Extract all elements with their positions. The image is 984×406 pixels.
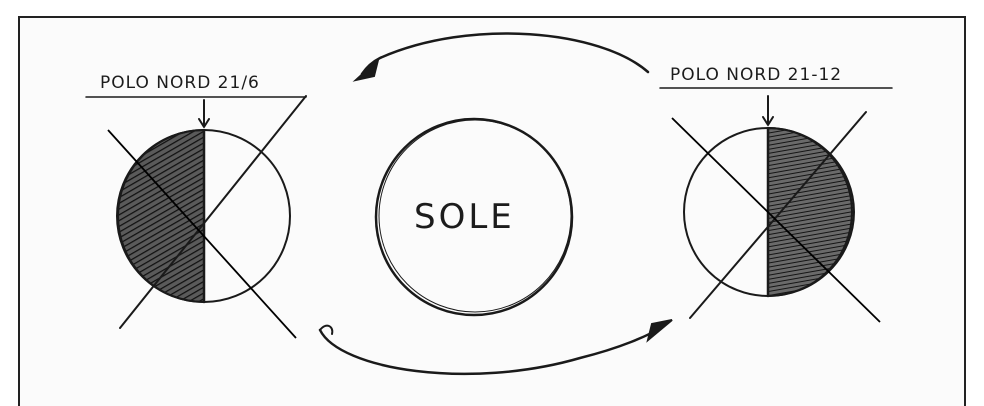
top-orbit-arrowhead <box>356 60 378 80</box>
top-orbit-arrow <box>362 33 648 74</box>
left-globe: POLO NORD 21/6 <box>86 73 306 338</box>
left-globe-date-label: POLO NORD 21/6 <box>100 73 260 93</box>
right-north-pole-arrow <box>763 96 773 125</box>
bottom-orbit-arrow <box>320 326 664 374</box>
left-north-pole-arrow <box>199 100 209 127</box>
right-globe: POLO NORD 21-12 <box>660 65 892 322</box>
sun-label: SOLE <box>414 197 515 237</box>
sun: SOLE <box>376 119 572 315</box>
bottom-orbit-arrowhead <box>648 320 672 340</box>
right-globe-date-label: POLO NORD 21-12 <box>670 65 842 85</box>
